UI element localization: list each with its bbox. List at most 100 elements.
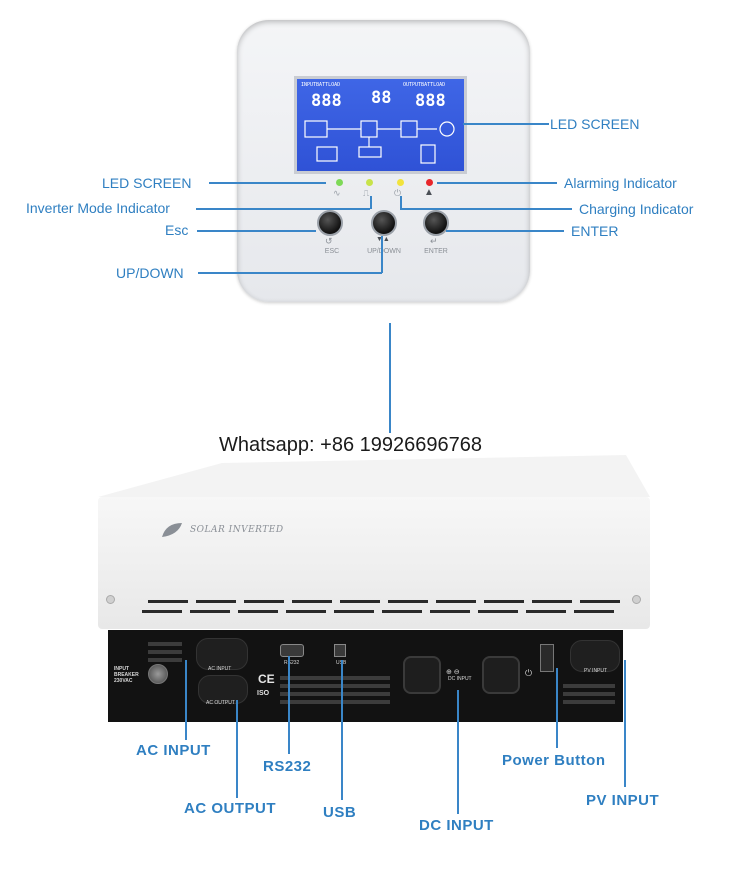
vent-slot: [286, 610, 326, 613]
vent-slot: [142, 610, 182, 613]
label-charging: Charging Indicator: [579, 201, 694, 217]
warning-icon: ▲: [424, 187, 434, 198]
vent-slot: [563, 700, 615, 704]
vent-slot: [484, 600, 524, 603]
esc-caption: ESC: [324, 248, 340, 255]
alarming-led: [426, 179, 433, 186]
lcd-screen: INPUTBATTLOAD OUTPUTBATTLOAD 888 88 888: [294, 76, 467, 174]
callout-line: [457, 690, 459, 814]
vent-slot: [436, 600, 476, 603]
vent-slot: [526, 610, 566, 613]
callout-line: [341, 660, 343, 800]
power-switch[interactable]: [540, 644, 554, 672]
iso-mark: ISO: [257, 690, 270, 697]
back-icon: ↺: [325, 236, 333, 246]
vent-slot: [574, 610, 614, 613]
enter-return-icon: ↵: [430, 236, 438, 246]
callout-line: [400, 196, 402, 209]
callout-line: [236, 700, 238, 798]
enter-button[interactable]: [423, 210, 449, 236]
dc-input-terminal-positive: [403, 656, 441, 694]
ce-mark: CE: [258, 672, 275, 686]
lcd-input-label: INPUTBATTLOAD: [301, 82, 341, 88]
label-enter: ENTER: [571, 223, 619, 239]
updown-button[interactable]: [371, 210, 397, 236]
rs232-port: [280, 644, 304, 657]
ac-input-port-label: AC INPUT: [208, 666, 232, 672]
vent-slot: [280, 676, 390, 680]
pv-input-port-label: PV INPUT: [584, 668, 608, 674]
vent-slot: [292, 600, 332, 603]
lcd-diagram-icon: [304, 120, 455, 164]
label-led-screen-left: LED SCREEN: [102, 175, 192, 191]
inverter-mode-led: [366, 179, 373, 186]
label-power-button: Power Button: [502, 752, 606, 769]
lcd-output-label: OUTPUTBATTLOAD: [403, 82, 446, 88]
label-rs232: RS232: [263, 758, 312, 775]
callout-line: [381, 236, 383, 273]
screw: [632, 595, 641, 604]
dc-input-terminal-negative: [482, 656, 520, 694]
inverter-top-face: [98, 455, 650, 497]
ac-output-port-label: AC OUTPUT: [206, 700, 235, 706]
vent-slot: [430, 610, 470, 613]
whatsapp-text: Whatsapp: +86 19926696768: [219, 434, 482, 456]
vent-slot: [148, 658, 182, 662]
callout-line: [370, 196, 372, 209]
lcd-digits-right: 888: [415, 91, 446, 111]
vent-slot: [334, 610, 374, 613]
inverter-front-panel: INPUT BREAKER 230VAC AC INPUT AC OUTPUT …: [108, 630, 623, 722]
esc-button[interactable]: [317, 210, 343, 236]
callout-line: [400, 208, 572, 210]
vent-slot: [280, 692, 390, 696]
vent-slot: [580, 600, 620, 603]
rs232-port-label: RS232: [284, 660, 300, 666]
callout-line: [437, 182, 557, 184]
label-inverter-mode: Inverter Mode Indicator: [26, 200, 170, 216]
ac-input-port: [196, 638, 248, 670]
screw: [106, 595, 115, 604]
vent-slot: [532, 600, 572, 603]
callout-line: [446, 230, 564, 232]
charging-icon: ⏻: [394, 188, 402, 198]
label-dc-input: DC INPUT: [419, 817, 494, 834]
callout-line: [197, 230, 316, 232]
vent-slot: [190, 610, 230, 613]
lcd-digits-mid: 88: [371, 88, 392, 108]
label-led-screen-right: LED SCREEN: [550, 116, 640, 132]
pv-input-port: [570, 640, 620, 672]
vent-slot: [280, 700, 390, 704]
dc-input-port-label: DC INPUT: [448, 676, 472, 682]
callout-line: [198, 272, 382, 274]
connector-line: [389, 323, 391, 433]
vent-slot: [340, 600, 380, 603]
callout-line: [209, 182, 326, 184]
vent-slot: [563, 692, 615, 696]
callout-line: [288, 656, 290, 754]
callout-line: [624, 660, 626, 787]
vent-slot: [238, 610, 278, 613]
vent-slot: [388, 600, 428, 603]
label-esc: Esc: [165, 222, 189, 238]
usb-port: [334, 644, 346, 657]
vent-slot: [382, 610, 422, 613]
breaker-knob[interactable]: [148, 664, 168, 684]
callout-line: [556, 668, 558, 748]
enter-caption: ENTER: [424, 248, 448, 255]
charging-led: [397, 179, 404, 186]
callout-line: [196, 208, 370, 210]
label-updown: UP/DOWN: [116, 265, 184, 281]
inverter-mode-icon: ⎍: [363, 188, 370, 198]
vent-slot: [148, 600, 188, 603]
inverter-casing: SOLAR INVERTED: [98, 497, 650, 629]
callout-line: [185, 660, 187, 740]
label-ac-input: AC INPUT: [136, 742, 211, 759]
brand-text: SOLAR INVERTED: [190, 525, 284, 535]
leaf-logo-icon: [162, 523, 182, 537]
ac-wave-icon: ∿: [333, 188, 341, 198]
label-alarming: Alarming Indicator: [564, 175, 677, 191]
lcd-digits-left: 888: [311, 91, 342, 111]
vent-slot: [148, 642, 182, 646]
breaker-label: INPUT BREAKER 230VAC: [114, 666, 139, 684]
vent-slot: [478, 610, 518, 613]
